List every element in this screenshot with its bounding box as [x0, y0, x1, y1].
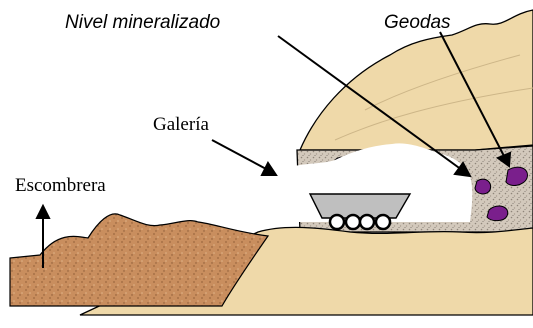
mine-cart [308, 193, 412, 231]
cart-wheel [328, 213, 346, 231]
rock-layer-line [364, 54, 521, 111]
label-gallery: Galería [153, 114, 209, 135]
label-spoil-heap: Escombrera [15, 175, 106, 196]
geode [505, 166, 528, 186]
geode [474, 178, 492, 195]
label-geodes: Geodas [384, 12, 451, 33]
cart-body [308, 193, 412, 219]
cart-wheel [344, 213, 362, 231]
arrow-geodes-head [495, 151, 512, 168]
arrow-mineralized-level [277, 35, 463, 171]
host-rock-upper [299, 9, 533, 151]
arrow-gallery [211, 139, 269, 171]
arrow-gallery-head [260, 161, 278, 176]
cart-wheel [374, 213, 392, 231]
spoil-heap [9, 213, 270, 307]
rock-layer-line [334, 87, 533, 141]
label-mineralized-level: Nivel mineralizado [65, 12, 220, 33]
arrow-geodes [439, 31, 506, 159]
geode [486, 205, 509, 222]
arrow-spoil-heap-head [35, 203, 51, 219]
arrow-mineralized-level-head [453, 161, 472, 178]
cart-wheel [358, 213, 376, 231]
